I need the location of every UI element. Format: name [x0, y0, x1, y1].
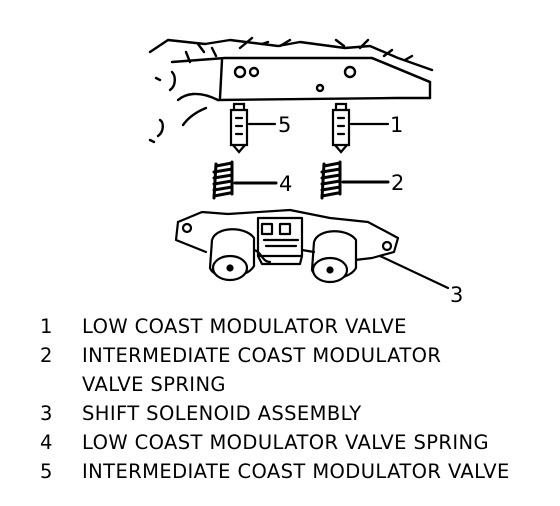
legend-item: 5 INTERMEDIATE COAST MODULATOR VALVE	[40, 457, 555, 486]
low-coast-modulator-valve-spring	[212, 160, 278, 200]
legend-item: 1 LOW COAST MODULATOR VALVE	[40, 312, 555, 341]
legend-item: 3 SHIFT SOLENOID ASSEMBLY	[40, 399, 555, 428]
legend-line: LOW COAST MODULATOR VALVE SPRING	[82, 431, 489, 454]
callout-5: 5	[278, 113, 291, 137]
legend-item: 2 INTERMEDIATE COAST MODULATOR VALVE SPR…	[40, 341, 555, 399]
legend-number: 3	[40, 402, 53, 425]
legend-number: 4	[40, 431, 53, 454]
legend-number: 5	[40, 460, 53, 483]
legend-item: 4 LOW COAST MODULATOR VALVE SPRING	[40, 428, 555, 457]
callout-2: 2	[391, 171, 404, 195]
intermediate-coast-modulator-valve	[229, 102, 277, 154]
legend-line: SHIFT SOLENOID ASSEMBLY	[82, 402, 362, 425]
low-coast-modulator-valve	[331, 102, 390, 154]
shift-solenoid-assembly	[174, 208, 450, 290]
legend-line: VALVE SPRING	[82, 373, 226, 396]
callout-3: 3	[450, 283, 463, 307]
legend-label: LOW COAST MODULATOR VALVE SPRING	[82, 428, 555, 457]
legend-number: 2	[40, 344, 53, 367]
legend-label: INTERMEDIATE COAST MODULATOR VALVE SPRIN…	[82, 341, 555, 399]
legend-line: INTERMEDIATE COAST MODULATOR VALVE	[82, 460, 510, 483]
legend-line: LOW COAST MODULATOR VALVE	[82, 315, 407, 338]
callout-1: 1	[390, 113, 403, 137]
legend-label: LOW COAST MODULATOR VALVE	[82, 312, 555, 341]
shift-solenoid-exploded-diagram: 5 1 4 2 3	[148, 36, 463, 307]
parts-legend: 1 LOW COAST MODULATOR VALVE 2 INTERMEDIA…	[40, 312, 555, 486]
legend-number: 1	[40, 315, 53, 338]
legend-line: INTERMEDIATE COAST MODULATOR	[82, 344, 442, 367]
transmission-case	[148, 36, 434, 144]
legend-label: SHIFT SOLENOID ASSEMBLY	[82, 399, 555, 428]
legend-label: INTERMEDIATE COAST MODULATOR VALVE	[82, 457, 555, 486]
intermediate-coast-modulator-valve-spring	[320, 160, 390, 200]
callout-4: 4	[279, 172, 292, 196]
